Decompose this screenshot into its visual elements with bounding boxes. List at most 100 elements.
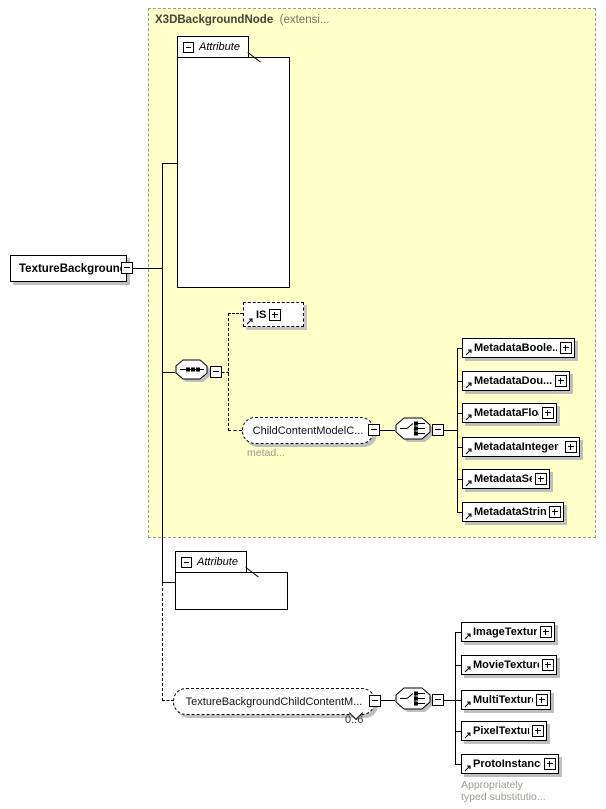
- group-texturebackgroundchildcontent[interactable]: TextureBackgroundChildContentM...: [173, 688, 375, 715]
- expand-toggle-icon[interactable]: [535, 473, 547, 485]
- expand-toggle-icon[interactable]: [269, 308, 282, 321]
- connector-line: [133, 268, 162, 269]
- collapse-toggle-icon[interactable]: [121, 262, 133, 274]
- connector-line: [457, 479, 463, 480]
- attribute-group-label: Attribute: [197, 556, 238, 568]
- group-childcontentmodel[interactable]: ChildContentModelC...: [242, 417, 374, 444]
- connector-line: [455, 764, 461, 765]
- extension-title-detail: (extensi...: [279, 14, 330, 26]
- attribute-group-body: [177, 57, 290, 288]
- connector-branch: [457, 348, 458, 513]
- element-multitexture[interactable]: MultiTexture: [461, 690, 551, 710]
- attribute-group-body: [175, 572, 288, 610]
- connector-line: [228, 313, 229, 431]
- connector-line: [455, 731, 461, 732]
- element-label: MetadataBoole...: [474, 342, 557, 354]
- collapse-toggle-icon[interactable]: [369, 695, 381, 707]
- extension-title-name: X3DBackgroundNode: [155, 14, 274, 26]
- collapse-toggle-icon[interactable]: [432, 424, 444, 436]
- expand-toggle-icon[interactable]: [560, 342, 572, 354]
- ref-arrow-icon: [465, 382, 472, 389]
- element-label: MetadataFloat: [474, 407, 539, 419]
- connector-line: [457, 447, 463, 448]
- element-label: MetadataInteger: [474, 441, 559, 453]
- connector-line: [455, 632, 461, 633]
- element-texturebackground[interactable]: TextureBackground: [10, 255, 127, 282]
- connector-line: [457, 512, 463, 513]
- connector-line: [455, 700, 461, 701]
- element-protoinstance[interactable]: ProtoInstance: [461, 754, 559, 774]
- connector-line: [455, 665, 461, 666]
- collapse-toggle-icon[interactable]: [210, 366, 222, 378]
- group-label: TextureBackgroundChildContentM...: [185, 695, 363, 708]
- element-label: IS: [256, 308, 267, 321]
- connector-branch: [455, 632, 456, 765]
- element-is[interactable]: IS: [243, 302, 304, 327]
- connector-line: [381, 700, 395, 701]
- element-metadatadouble[interactable]: MetadataDou...: [462, 371, 570, 391]
- choice-indicator-icon[interactable]: [395, 416, 437, 448]
- group-note: metad...: [247, 447, 285, 459]
- ref-arrow-icon: [465, 513, 472, 520]
- connector-line: [162, 163, 177, 164]
- connector-line: [457, 381, 463, 382]
- extension-title: X3DBackgroundNode (extensi...: [155, 14, 329, 26]
- connector-trunk: [162, 163, 163, 583]
- connector-line: [457, 348, 463, 349]
- ref-arrow-icon: [465, 448, 472, 455]
- sequence-indicator-icon[interactable]: [175, 359, 215, 389]
- element-metadataboolean[interactable]: MetadataBoole...: [462, 338, 575, 358]
- connector-line: [444, 700, 455, 701]
- expand-toggle-icon[interactable]: [555, 375, 567, 387]
- collapse-toggle-icon[interactable]: [432, 694, 444, 706]
- connector-line: [444, 430, 457, 431]
- attribute-group-header[interactable]: Attribute: [175, 551, 247, 573]
- connector-line: [222, 372, 229, 373]
- expand-toggle-icon[interactable]: [542, 407, 554, 419]
- element-label: MultiTexture: [473, 694, 533, 706]
- element-label: PixelTexture: [473, 725, 529, 737]
- collapse-toggle-icon[interactable]: [181, 556, 192, 568]
- expand-toggle-icon[interactable]: [544, 758, 556, 770]
- ref-arrow-icon: [465, 414, 472, 421]
- ref-arrow-icon: [464, 701, 471, 708]
- ref-arrow-icon: [464, 666, 471, 673]
- element-metadataset[interactable]: MetadataSet: [462, 469, 550, 489]
- collapse-toggle-icon[interactable]: [183, 41, 194, 53]
- substitution-note-line1: Appropriately: [461, 779, 523, 791]
- expand-toggle-icon[interactable]: [542, 659, 554, 671]
- connector-line: [228, 430, 242, 431]
- connector-line: [380, 430, 395, 431]
- connector-line: [228, 313, 243, 314]
- attribute-group-header[interactable]: Attribute: [177, 36, 249, 58]
- element-metadatafloat[interactable]: MetadataFloat: [462, 403, 557, 423]
- substitution-note-line2: typed substitutio...: [461, 791, 546, 803]
- element-movietexture[interactable]: MovieTexture: [461, 655, 557, 675]
- ref-arrow-icon: [464, 765, 471, 772]
- expand-toggle-icon[interactable]: [565, 441, 577, 453]
- ref-arrow-icon: [464, 633, 471, 640]
- element-label: MetadataSet: [474, 473, 532, 485]
- group-label: ChildContentModelC...: [252, 424, 364, 437]
- ref-arrow-icon: [246, 318, 253, 325]
- connector-line: [457, 413, 463, 414]
- element-label: MetadataString: [474, 506, 546, 518]
- element-label: MetadataDou...: [474, 375, 552, 387]
- element-pixeltexture[interactable]: PixelTexture: [461, 721, 547, 741]
- expand-toggle-icon[interactable]: [540, 626, 552, 638]
- element-label: MovieTexture: [473, 659, 539, 671]
- collapse-toggle-icon[interactable]: [368, 424, 380, 436]
- connector-dashed-trunk: [162, 583, 163, 701]
- element-label: ProtoInstance: [473, 758, 541, 770]
- element-label: TextureBackground: [19, 262, 127, 275]
- expand-toggle-icon[interactable]: [549, 506, 561, 518]
- ref-arrow-icon: [465, 349, 472, 356]
- element-imagetexture[interactable]: ImageTexture: [461, 622, 555, 642]
- connector-line: [162, 372, 175, 373]
- expand-toggle-icon[interactable]: [536, 694, 548, 706]
- choice-indicator-icon[interactable]: [395, 686, 437, 718]
- expand-toggle-icon[interactable]: [532, 725, 544, 737]
- element-metadatainteger[interactable]: MetadataInteger: [462, 437, 580, 457]
- element-metadatastring[interactable]: MetadataString: [462, 502, 564, 522]
